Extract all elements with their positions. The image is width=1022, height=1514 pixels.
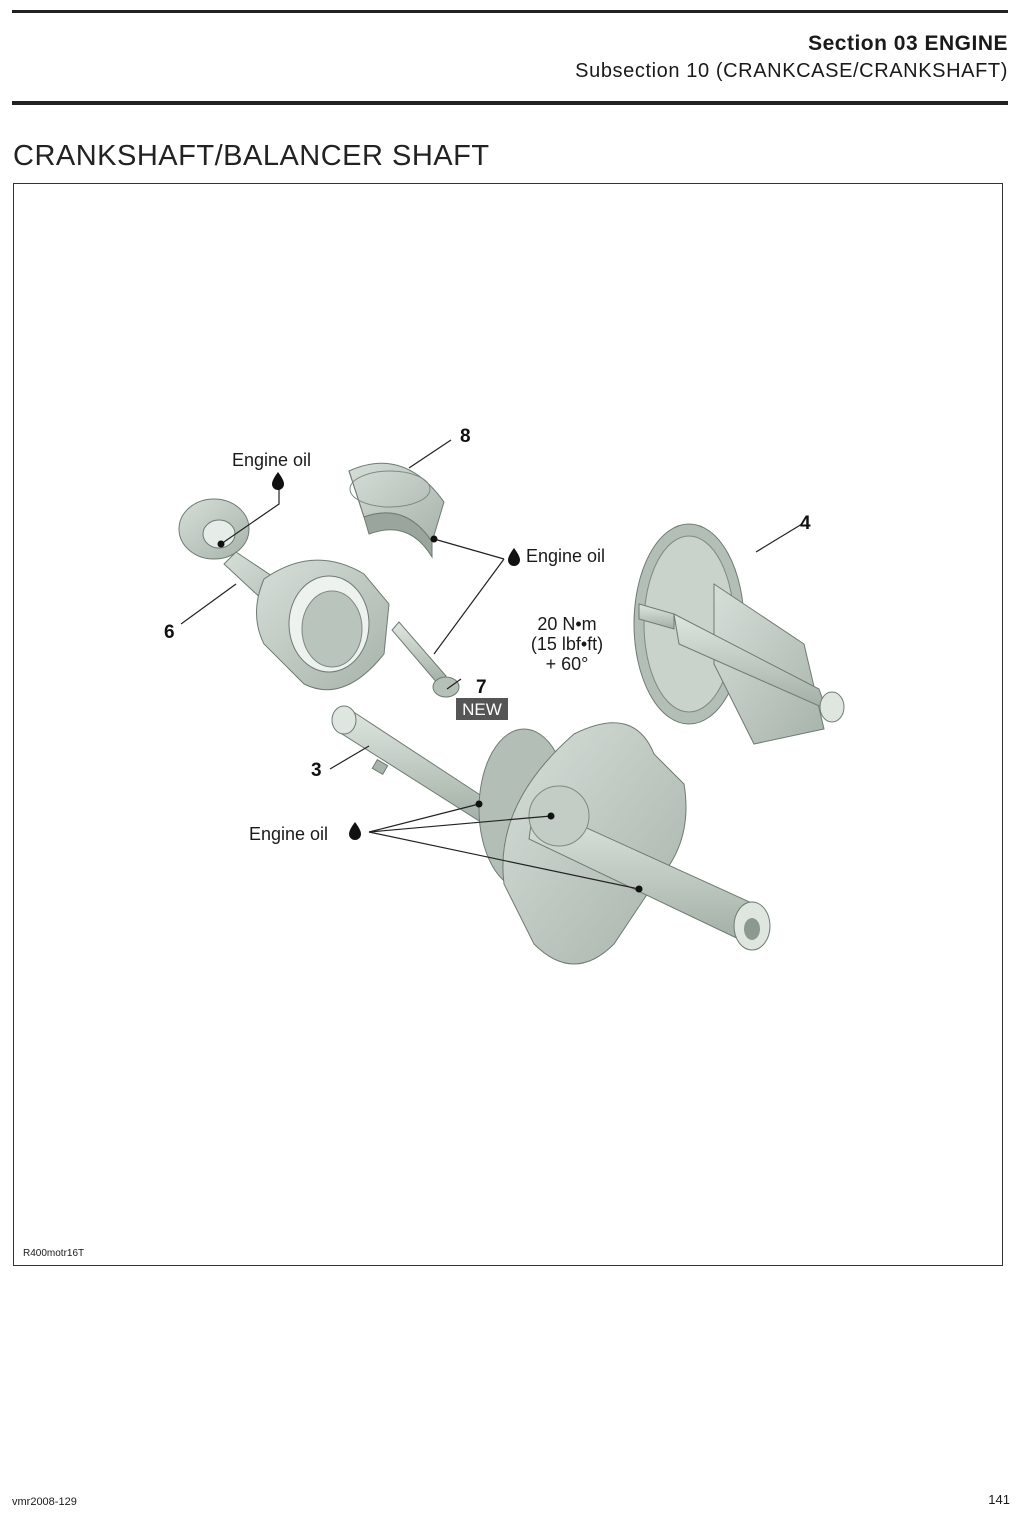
callout-4: 4 (800, 513, 811, 534)
exploded-view-diagram: Engine oil Engine oil Engine oil 20 N•m … (164, 426, 845, 965)
rod-bolt-part (391, 621, 460, 698)
callout-6: 6 (164, 622, 175, 643)
oil-drop-icon (508, 548, 520, 566)
page-number: 141 (988, 1492, 1010, 1507)
oil-drop-icon (349, 822, 361, 840)
torque-line-3: + 60° (546, 654, 589, 674)
torque-line-1: 20 N•m (537, 614, 596, 634)
header-rule-top (12, 10, 1008, 13)
new-badge: NEW (456, 698, 508, 720)
page-title: CRANKSHAFT/BALANCER SHAFT (13, 140, 490, 172)
oil-drop-icon (272, 472, 284, 490)
oil-drop-icons (272, 472, 520, 840)
callout-7: 7 (476, 677, 487, 698)
section-heading: Section 03 ENGINE (808, 32, 1008, 55)
crankshaft-part (331, 705, 771, 965)
header-rule-bottom (12, 101, 1008, 105)
oil-label-bearing: Engine oil (526, 546, 605, 566)
document-id: vmr2008-129 (12, 1496, 77, 1508)
new-badge-text: NEW (462, 700, 502, 719)
connecting-rod-part (178, 498, 390, 691)
leader-lines (180, 439, 803, 890)
figure-frame: Engine oil Engine oil Engine oil 20 N•m … (13, 183, 1003, 1266)
figure-code: R400motr16T (23, 1248, 85, 1259)
oil-label-crankshaft: Engine oil (249, 824, 328, 844)
callout-8: 8 (460, 426, 471, 447)
oil-label-rod: Engine oil (232, 450, 311, 470)
subsection-heading: Subsection 10 (CRANKCASE/CRANKSHAFT) (575, 60, 1008, 82)
callout-3: 3 (311, 760, 322, 781)
leader-dots (217, 535, 643, 893)
balancer-shaft-part (633, 523, 845, 745)
bearing-half-part (348, 462, 445, 559)
torque-line-2: (15 lbf•ft) (531, 634, 603, 654)
